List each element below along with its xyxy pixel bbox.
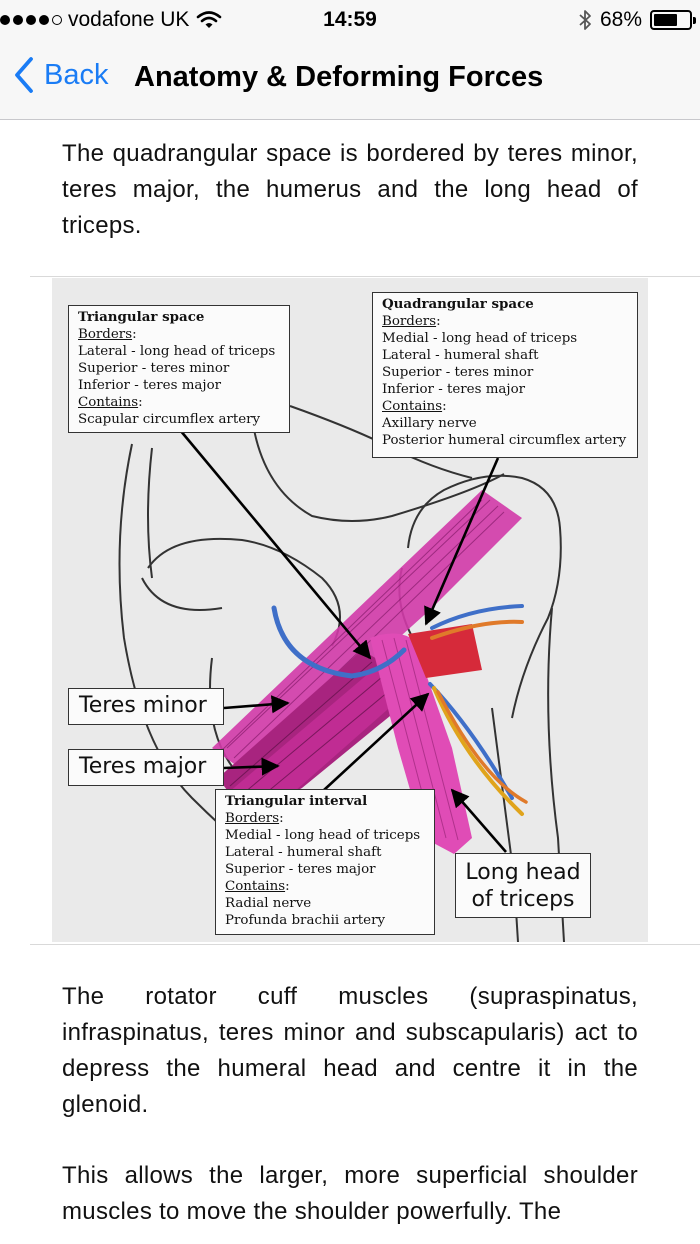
navigation-bar: Back Anatomy & Deforming Forces bbox=[0, 40, 700, 120]
back-button[interactable]: Back bbox=[14, 56, 108, 94]
rotator-cuff-paragraph: The rotator cuff muscles (supraspinatus,… bbox=[62, 983, 638, 1118]
triangular-space-borders-label: Borders bbox=[78, 327, 133, 342]
triangular-space-box: Triangular space Borders: Lateral - long… bbox=[68, 305, 290, 433]
carrier-info: vodafone UK bbox=[0, 8, 222, 32]
triangular-interval-border-line: Lateral - humeral shaft bbox=[225, 845, 382, 860]
back-label: Back bbox=[44, 58, 109, 91]
triangular-interval-border-line: Medial - long head of triceps bbox=[225, 828, 421, 843]
triangular-interval-contains-item: Profunda brachii artery bbox=[225, 913, 386, 928]
triangular-space-title: Triangular space bbox=[78, 309, 205, 325]
anatomy-diagram: Triangular space Borders: Lateral - long… bbox=[52, 278, 648, 942]
teres-major-label: Teres major bbox=[68, 749, 224, 786]
battery-level-fill bbox=[654, 14, 678, 26]
teres-minor-label: Teres minor bbox=[68, 688, 224, 725]
quadrangular-space-box: Quadrangular space Borders: Medial - lon… bbox=[372, 292, 638, 458]
triangular-space-border-line: Superior - teres minor bbox=[78, 361, 230, 376]
divider-bottom bbox=[30, 944, 700, 945]
triangular-space-contains-label: Contains bbox=[78, 395, 139, 410]
quadrangular-space-contains-item: Axillary nerve bbox=[382, 416, 477, 431]
page-title: Anatomy & Deforming Forces bbox=[134, 61, 544, 93]
bluetooth-icon bbox=[579, 10, 591, 30]
triangular-space-border-line: Lateral - long head of triceps bbox=[78, 344, 276, 359]
chevron-left-icon bbox=[15, 57, 33, 93]
divider-top bbox=[30, 276, 700, 277]
clock: 14:59 bbox=[323, 8, 377, 31]
triangular-interval-contains-item: Radial nerve bbox=[225, 896, 312, 911]
long-head-triceps-label: Long head of triceps bbox=[455, 853, 591, 918]
quadrangular-space-title: Quadrangular space bbox=[382, 296, 534, 312]
battery-percentage: 68% bbox=[599, 8, 642, 31]
quadrangular-space-border-line: Lateral - humeral shaft bbox=[382, 348, 539, 363]
triangular-interval-title: Triangular interval bbox=[225, 793, 368, 809]
quadrangular-space-contains-item: Posterior humeral circumflex artery bbox=[382, 433, 627, 448]
quadrangular-space-borders-label: Borders bbox=[382, 314, 437, 329]
signal-strength-icon bbox=[0, 15, 62, 25]
wifi-icon bbox=[197, 11, 222, 28]
carrier-name: vodafone UK bbox=[68, 8, 190, 31]
quadrangular-space-contains-label: Contains bbox=[382, 399, 443, 414]
triangular-space-contains-item: Scapular circumflex artery bbox=[78, 412, 261, 427]
quadrangular-space-border-line: Superior - teres minor bbox=[382, 365, 534, 380]
long-head-label-line: of triceps bbox=[471, 887, 575, 912]
triangular-interval-contains-label: Contains bbox=[225, 879, 286, 894]
triangular-interval-borders-label: Borders bbox=[225, 811, 280, 826]
quadrangular-space-border-line: Inferior - teres major bbox=[382, 382, 526, 397]
triangular-interval-box: Triangular interval Borders: Medial - lo… bbox=[215, 789, 435, 935]
quadrangular-space-border-line: Medial - long head of triceps bbox=[382, 331, 578, 346]
intro-paragraph: The quadrangular space is bordered by te… bbox=[62, 140, 638, 239]
shoulder-muscles-paragraph: This allows the larger, more superficial… bbox=[62, 1162, 638, 1225]
long-head-label-line: Long head bbox=[465, 860, 581, 885]
triangular-interval-border-line: Superior - teres major bbox=[225, 862, 376, 877]
shoulder-illustration bbox=[118, 405, 565, 942]
status-bar: vodafone UK 14:59 68% bbox=[0, 0, 700, 40]
battery-icon bbox=[650, 10, 696, 30]
triangular-space-border-line: Inferior - teres major bbox=[78, 378, 222, 393]
